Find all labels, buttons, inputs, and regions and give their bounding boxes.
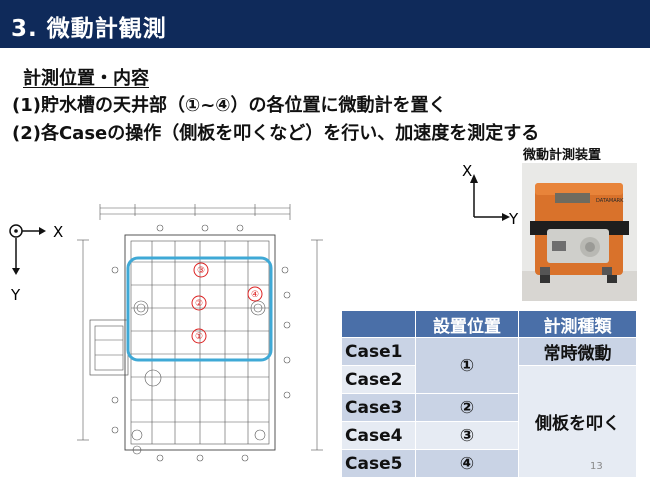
device-caption: 微動計測装置 (523, 148, 602, 163)
table-row: Case2 側板を叩く (341, 365, 637, 478)
header-bar: 3. 微動計観測 (0, 0, 650, 48)
axes-right-diagram: X Y (462, 162, 519, 228)
device-photo: DATAMARK (522, 163, 637, 301)
marker-2: ② (195, 299, 203, 309)
tank-structure-drawing: ③ ② ④ ① (77, 204, 323, 462)
observation-area-outline (126, 256, 273, 362)
page-title: 3. 微動計観測 (11, 16, 167, 42)
case-cell: Case5 (341, 449, 416, 478)
section-subtitle: 計測位置・内容 (23, 68, 149, 89)
case-cell: Case3 (341, 393, 416, 422)
case-cell: Case1 (341, 337, 416, 366)
axis-y-label-right: Y (508, 210, 519, 228)
case-table: 設置位置 計測種類 Case1 ① 常時微動 Case2 側板を叩く Case3… (341, 310, 637, 478)
marker-4: ④ (251, 290, 259, 300)
marker-1: ① (195, 332, 203, 342)
table-row: Case5 ④ (341, 449, 637, 478)
table-row: Case4 ③ (341, 421, 637, 450)
case-cell: Case2 (341, 365, 416, 394)
position-cell: ④ (415, 449, 519, 478)
position-cell: ① (415, 337, 519, 394)
axis-x-label-left: X (53, 223, 63, 241)
table-header-type: 計測種類 (518, 310, 637, 338)
axes-left-diagram: X Y (9, 223, 63, 304)
description-line-2: (2)各Caseの操作（側板を叩くなど）を行い、加速度を測定する (12, 123, 540, 144)
device-brand: DATAMARK (596, 198, 624, 204)
page-number: 13 (590, 461, 603, 472)
type-cell: 常時微動 (518, 337, 637, 366)
table-row: Case1 ① 常時微動 (341, 337, 637, 394)
axis-y-label-left: Y (10, 286, 21, 304)
type-cell: 側板を叩く (518, 365, 637, 478)
table-row: Case3 ② (341, 393, 637, 422)
position-cell: ③ (415, 421, 519, 450)
position-cell: ② (415, 393, 519, 422)
description-line-1: (1)貯水槽の天井部（①~④）の各位置に微動計を置く (12, 95, 447, 116)
axis-x-label-right: X (462, 162, 472, 180)
case-cell: Case4 (341, 421, 416, 450)
table-header-blank (341, 310, 416, 338)
table-header-position: 設置位置 (415, 310, 519, 338)
marker-3: ③ (197, 266, 205, 276)
